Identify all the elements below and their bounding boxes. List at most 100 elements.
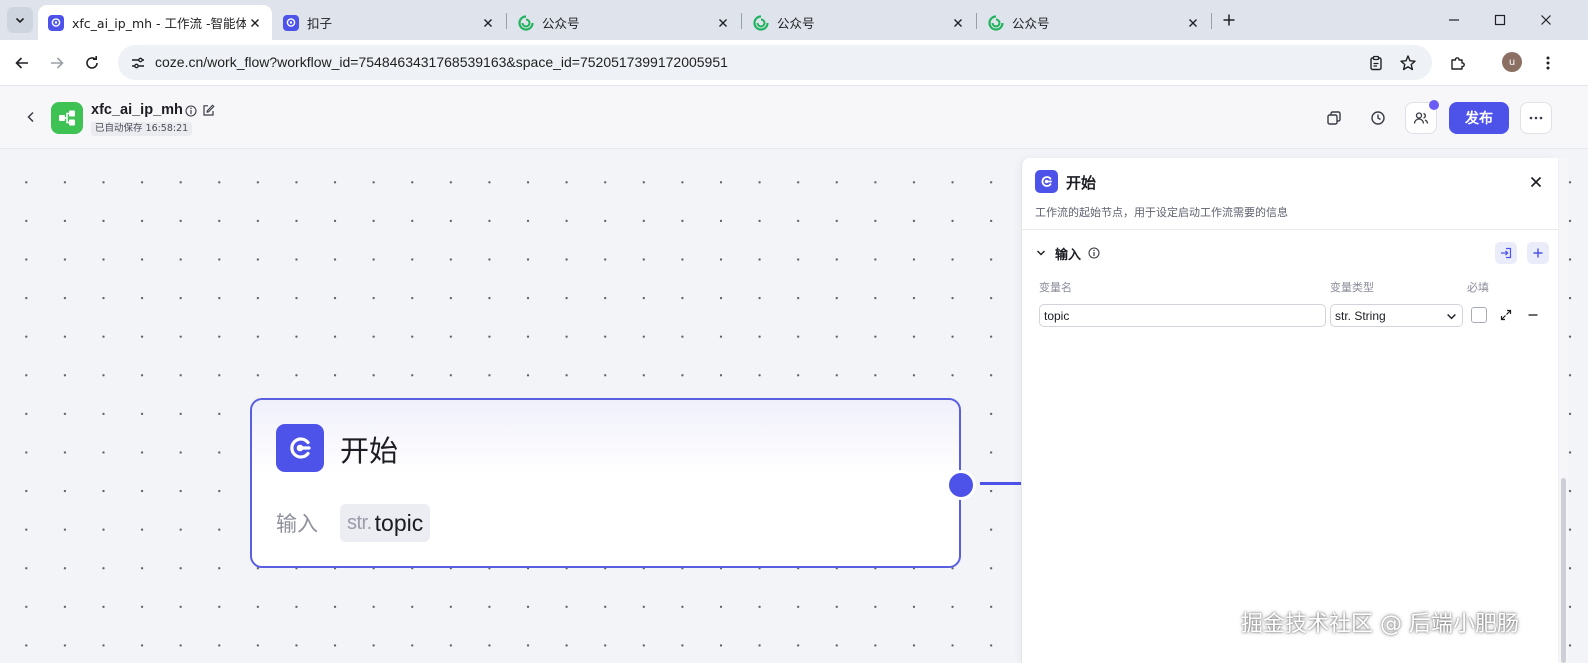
tab-close-icon[interactable]	[1184, 14, 1202, 32]
new-tab-button[interactable]	[1218, 9, 1240, 31]
arrow-right-icon	[51, 57, 64, 69]
chevron-down-icon	[15, 17, 25, 24]
browser-tab[interactable]: 扣子	[273, 5, 505, 40]
edit-icon[interactable]	[201, 103, 216, 118]
close-panel-button[interactable]	[1527, 173, 1545, 191]
tab-title: 公众号	[777, 16, 815, 31]
tab-title: 扣子	[307, 16, 333, 31]
tab-title: 公众号	[542, 16, 580, 31]
copy-workflow-button[interactable]	[1318, 102, 1350, 134]
history-button[interactable]	[1362, 102, 1394, 134]
collapse-section-button[interactable]	[1034, 246, 1048, 260]
minimize-button[interactable]	[1443, 9, 1465, 31]
browser-tab[interactable]: 公众号	[978, 5, 1210, 40]
start-node-icon	[276, 424, 324, 472]
tab-separator	[1211, 13, 1212, 29]
node-input-label: 输入	[276, 512, 318, 536]
puzzle-icon	[1451, 57, 1465, 70]
variable-type-select[interactable]: str. String	[1330, 304, 1463, 327]
coze-icon	[283, 14, 299, 31]
extensions-button[interactable]	[1446, 51, 1470, 75]
workflow-logo	[51, 102, 83, 134]
browser-tab[interactable]: xfc_ai_ip_mh - 工作流 -智能体	[38, 5, 272, 40]
workflow-name: xfc_ai_ip_mh	[91, 102, 183, 118]
import-variables-button[interactable]	[1495, 242, 1517, 264]
window-close-button[interactable]	[1535, 9, 1557, 31]
maximize-button[interactable]	[1489, 9, 1511, 31]
close-icon	[1541, 15, 1551, 25]
site-settings-icon[interactable]	[128, 53, 148, 73]
browser-tab-strip: xfc_ai_ip_mh - 工作流 -智能体 扣子 公众号 公众号	[0, 0, 1588, 40]
expand-icon[interactable]	[1498, 307, 1514, 323]
tab-title: xfc_ai_ip_mh - 工作流 -智能体	[72, 16, 246, 31]
section-title: 输入	[1055, 248, 1082, 263]
param-type: str.	[347, 511, 372, 534]
info-icon[interactable]	[184, 104, 198, 118]
import-icon	[1501, 247, 1512, 259]
panel-description: 工作流的起始节点，用于设定启动工作流需要的信息	[1035, 206, 1288, 219]
panel-title: 开始	[1066, 174, 1097, 192]
tab-close-icon[interactable]	[479, 14, 497, 32]
column-header-type: 变量类型	[1330, 281, 1374, 294]
premium-gem-icon	[1429, 100, 1439, 110]
url-text: coze.cn/work_flow?workflow_id=7548463431…	[155, 54, 728, 70]
output-port[interactable]	[946, 470, 976, 500]
info-icon[interactable]	[1087, 246, 1101, 260]
profile-avatar[interactable]: u	[1502, 52, 1522, 72]
back-button[interactable]	[22, 108, 40, 126]
bookmark-star-icon[interactable]	[1398, 53, 1418, 73]
arrow-left-icon	[15, 57, 28, 69]
connection-line	[980, 482, 1022, 485]
address-bar[interactable]: coze.cn/work_flow?workflow_id=7548463431…	[118, 45, 1432, 80]
browser-toolbar: coze.cn/work_flow?workflow_id=7548463431…	[0, 40, 1588, 86]
forward-button[interactable]	[45, 51, 69, 75]
browser-tab[interactable]: 公众号	[743, 5, 975, 40]
scrollbar-track[interactable]	[1559, 158, 1568, 663]
clipboard-icon[interactable]	[1366, 53, 1386, 73]
autosave-status: 已自动保存 16:58:21	[91, 122, 193, 136]
add-variable-button[interactable]	[1527, 242, 1549, 264]
node-param-tag: str. topic	[340, 504, 431, 542]
browser-menu-button[interactable]	[1536, 51, 1560, 75]
tab-close-icon[interactable]	[246, 14, 264, 32]
watermark: 掘金技术社区 @ 后端小肥肠	[1241, 612, 1519, 637]
users-icon	[1413, 112, 1429, 124]
node-config-panel: 开始 工作流的起始节点，用于设定启动工作流需要的信息 输入 变量名 变量类型 必…	[1021, 158, 1559, 663]
scrollbar-thumb[interactable]	[1561, 478, 1566, 663]
workflow-header: xfc_ai_ip_mh 已自动保存 16:58:21 发布	[0, 86, 1588, 149]
node-title: 开始	[340, 434, 399, 468]
reload-button[interactable]	[80, 51, 104, 75]
chevron-down-icon	[1444, 309, 1458, 323]
publish-button[interactable]: 发布	[1449, 102, 1509, 134]
variable-name-input[interactable]	[1039, 304, 1326, 327]
tab-separator	[506, 13, 507, 29]
minus-icon	[1528, 314, 1538, 316]
tab-close-icon[interactable]	[714, 14, 732, 32]
more-button[interactable]	[1520, 102, 1552, 134]
collaborate-button[interactable]	[1405, 100, 1439, 134]
minimize-icon	[1449, 19, 1459, 21]
divider	[1022, 229, 1559, 230]
reload-icon	[86, 56, 98, 69]
required-checkbox[interactable]	[1471, 307, 1487, 323]
variable-type-value: str. String	[1335, 308, 1386, 323]
tab-title: 公众号	[1012, 16, 1050, 31]
column-header-required: 必填	[1467, 281, 1489, 294]
copy-icon	[1327, 111, 1341, 125]
wechat-mp-icon	[753, 14, 769, 31]
history-icon	[1371, 111, 1385, 125]
start-node-icon	[1035, 170, 1058, 193]
close-icon	[1530, 176, 1542, 188]
remove-variable-button[interactable]	[1525, 307, 1541, 323]
port-dot	[949, 473, 973, 497]
plus-icon	[1223, 14, 1235, 26]
back-button[interactable]	[10, 51, 34, 75]
start-node[interactable]: 开始 输入 str. topic	[250, 398, 961, 568]
more-vertical-icon	[1546, 56, 1550, 70]
plus-icon	[1533, 248, 1543, 258]
wechat-mp-icon	[518, 14, 534, 31]
browser-tab[interactable]: 公众号	[508, 5, 740, 40]
tab-separator	[741, 13, 742, 29]
tab-search-button[interactable]	[7, 7, 33, 33]
tab-close-icon[interactable]	[949, 14, 967, 32]
